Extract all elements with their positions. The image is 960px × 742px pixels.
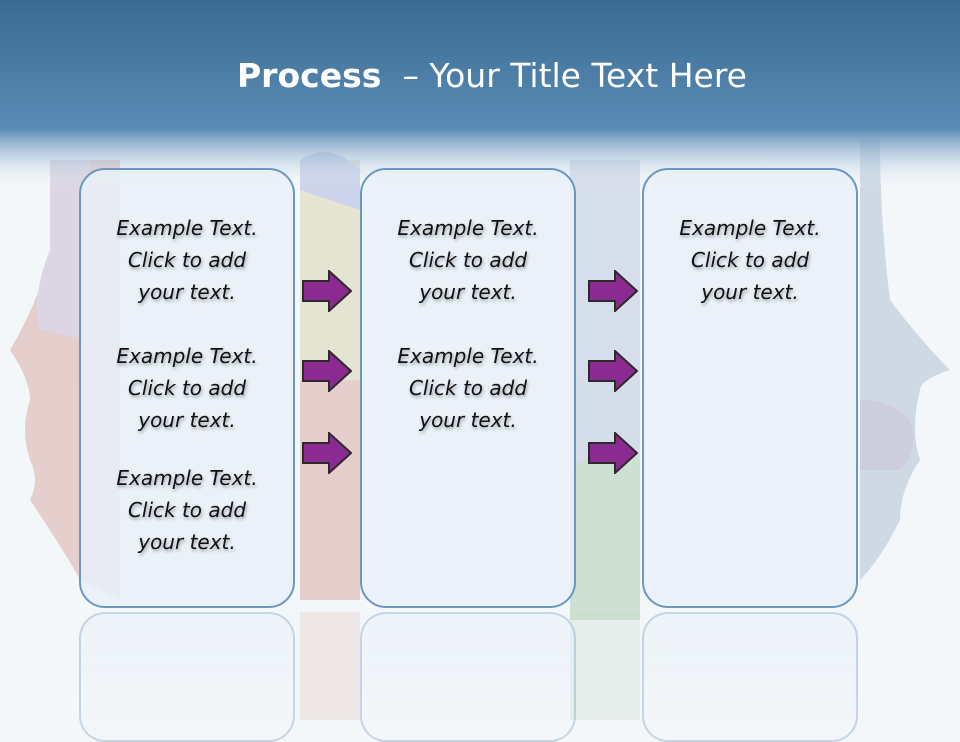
text-block[interactable]: Example Text. Click to add your text.	[362, 340, 574, 436]
text-block[interactable]: Example Text. Click to add your text.	[81, 462, 293, 558]
title-bold-text: Process	[237, 56, 382, 95]
right-arrow-icon	[302, 432, 352, 474]
right-arrow-icon	[302, 270, 352, 312]
text-line: Click to add	[127, 498, 247, 522]
text-line: Click to add	[408, 248, 528, 272]
text-block[interactable]: Example Text. Click to add your text.	[81, 340, 293, 436]
right-arrow-icon	[302, 350, 352, 392]
process-panel-2[interactable]: Example Text. Click to add your text. Ex…	[360, 168, 576, 608]
right-arrow-icon	[588, 432, 638, 474]
text-line: Example Text.	[397, 216, 539, 240]
text-line: Click to add	[127, 248, 247, 272]
title-rest-text: – Your Title Text Here	[381, 56, 747, 95]
text-line: Example Text.	[397, 344, 539, 368]
text-line: Example Text.	[116, 344, 258, 368]
text-line: your text.	[701, 280, 799, 304]
right-arrow-icon	[588, 350, 638, 392]
text-line: your text.	[419, 280, 517, 304]
text-line: Example Text.	[116, 466, 258, 490]
panel-reflection	[642, 612, 858, 742]
text-line: Click to add	[127, 376, 247, 400]
slide-title[interactable]: Process – Your Title Text Here	[0, 54, 960, 98]
text-line: your text.	[138, 408, 236, 432]
process-panel-3[interactable]: Example Text. Click to add your text.	[642, 168, 858, 608]
process-panel-1[interactable]: Example Text. Click to add your text. Ex…	[79, 168, 295, 608]
right-arrow-icon	[588, 270, 638, 312]
text-line: Example Text.	[116, 216, 258, 240]
text-line: Click to add	[690, 248, 810, 272]
text-block[interactable]: Example Text. Click to add your text.	[81, 212, 293, 308]
text-line: your text.	[138, 530, 236, 554]
text-block[interactable]: Example Text. Click to add your text.	[362, 212, 574, 308]
panel-reflection	[79, 612, 295, 742]
text-line: your text.	[138, 280, 236, 304]
text-line: your text.	[419, 408, 517, 432]
text-line: Example Text.	[679, 216, 821, 240]
text-block[interactable]: Example Text. Click to add your text.	[644, 212, 856, 308]
panel-reflection	[360, 612, 576, 742]
text-line: Click to add	[408, 376, 528, 400]
